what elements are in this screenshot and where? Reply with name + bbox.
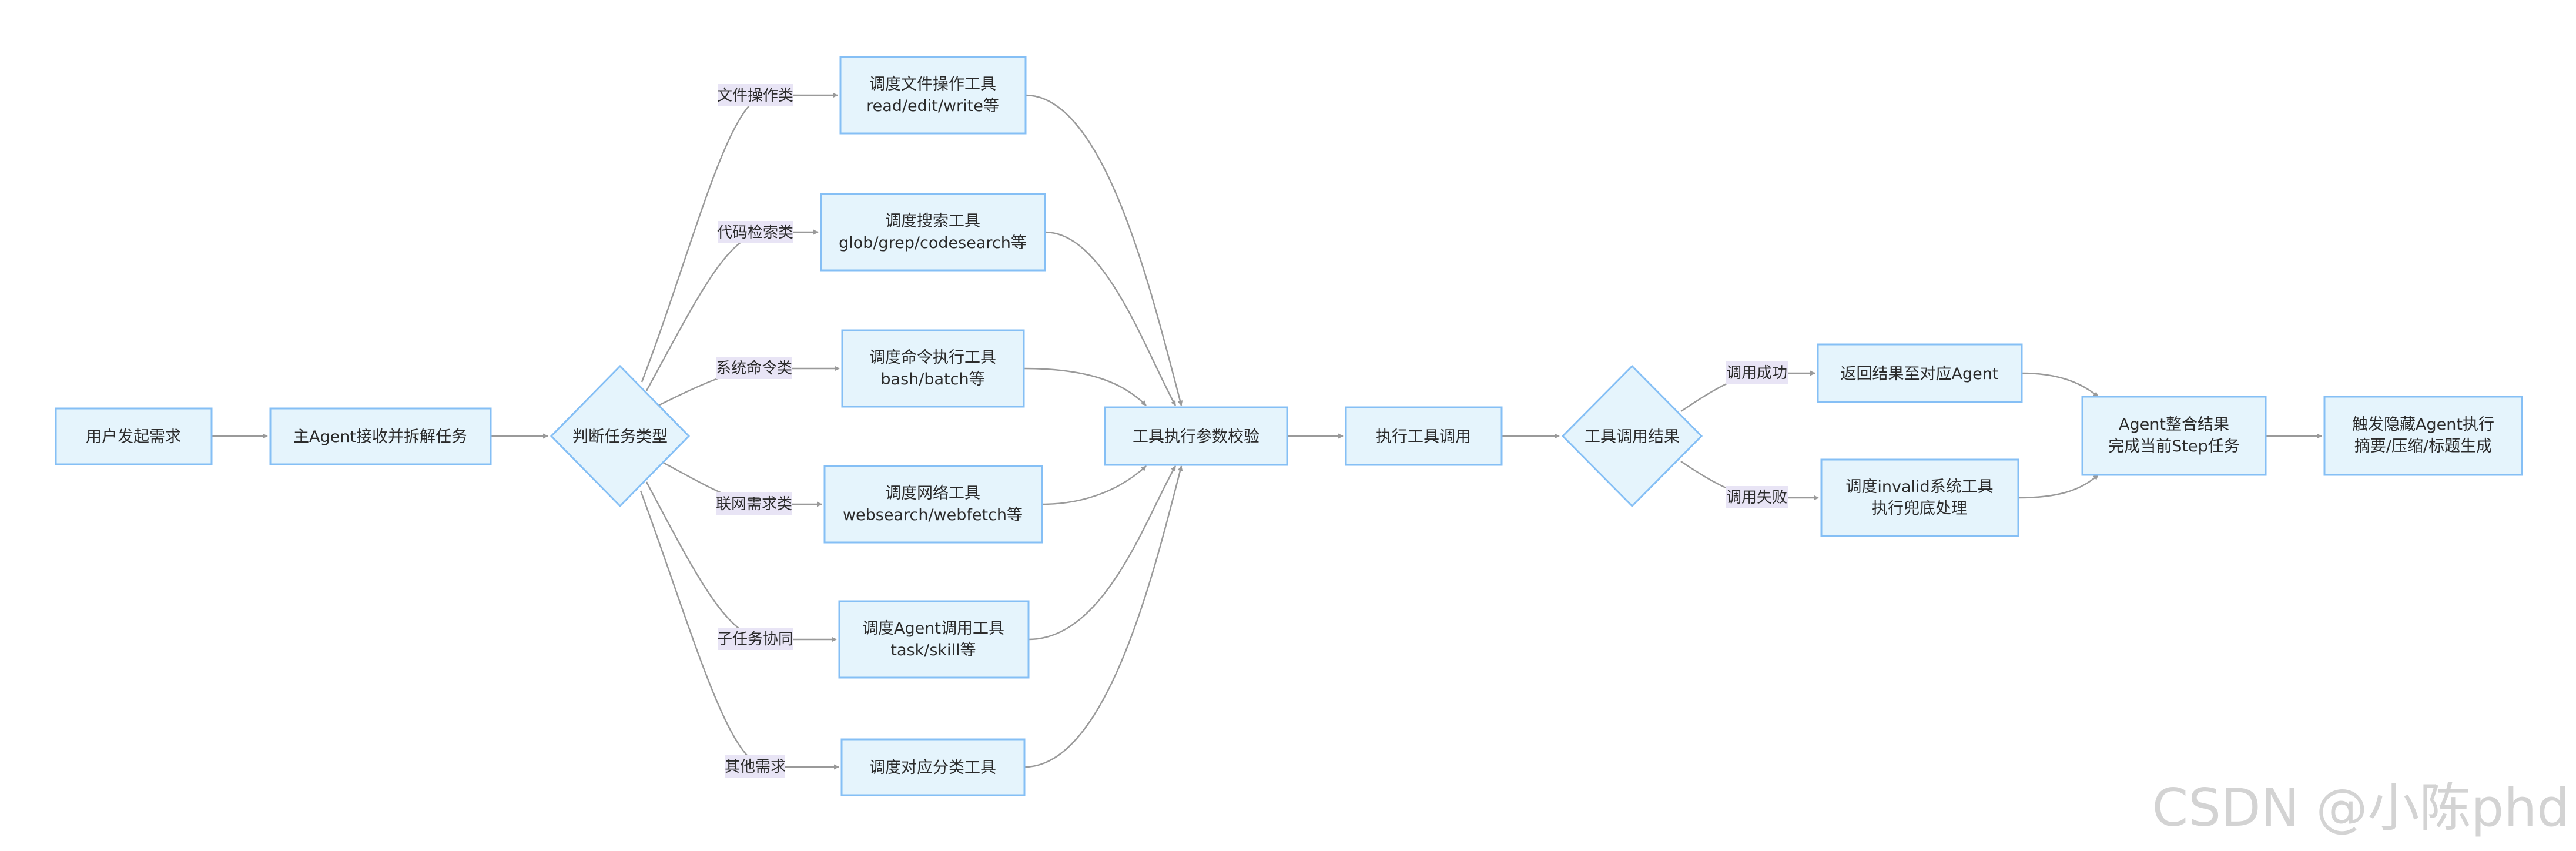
node-judge-task-type-text: 判断任务类型 — [572, 428, 668, 446]
edge-label-subtask: 子任务协同 — [717, 631, 793, 648]
node-tool-file-ops: 调度文件操作工具 read/edit/write等 — [839, 56, 1027, 135]
node-user-request-text: 用户发起需求 — [86, 428, 181, 446]
edge-t5-v — [1028, 465, 1177, 641]
edge-t2-v — [1044, 231, 1177, 406]
edge-s-a — [2021, 372, 2099, 397]
node-tool-network-line1: 调度网络工具 — [885, 484, 980, 502]
node-hidden-agent-line1: 触发隐藏Agent执行 — [2352, 416, 2494, 434]
watermark: CSDN @小陈phd — [2152, 778, 2570, 838]
node-hidden-agent: 触发隐藏Agent执行 摘要/压缩/标题生成 — [2323, 396, 2523, 476]
node-call-result: 工具调用结果 — [1561, 364, 1703, 508]
node-tool-agent: 调度Agent调用工具 task/skill等 — [838, 600, 1030, 679]
node-tool-other-text: 调度对应分类工具 — [869, 759, 996, 777]
node-judge-task-type: 判断任务类型 — [550, 364, 691, 508]
label-bg-code-search — [718, 221, 793, 243]
node-execute-call-text: 执行工具调用 — [1376, 428, 1471, 446]
node-tool-network-line2: websearch/webfetch等 — [843, 506, 1023, 524]
node-main-agent-text: 主Agent接收并拆解任务 — [293, 428, 467, 446]
node-tool-file-ops-line1: 调度文件操作工具 — [869, 75, 996, 93]
node-agent-integrate-line1: Agent整合结果 — [2119, 416, 2229, 434]
edge-label-code-search: 代码检索类 — [717, 224, 793, 242]
label-bg-failure — [1726, 486, 1788, 508]
label-bg-system-command — [716, 357, 792, 379]
node-agent-integrate-line2: 完成当前Step任务 — [2108, 437, 2239, 455]
edge-t4-v — [1041, 465, 1147, 505]
node-main-agent: 主Agent接收并拆解任务 — [269, 407, 492, 465]
edge-label-success: 调用成功 — [1726, 364, 1787, 382]
node-execute-call: 执行工具调用 — [1345, 406, 1503, 466]
edge-label-system-command: 系统命令类 — [716, 360, 792, 377]
label-bg-success — [1726, 361, 1788, 384]
edge-t1-v — [1025, 94, 1183, 406]
label-bg-network — [716, 492, 792, 515]
node-return-result-text: 返回结果至对应Agent — [1841, 365, 1999, 383]
node-tool-search-line2: glob/grep/codesearch等 — [839, 234, 1027, 252]
edge-labels: 文件操作类 代码检索类 系统命令类 联网需求类 子任务协同 其他需求 调用成功 … — [716, 84, 1788, 778]
node-agent-integrate: Agent整合结果 完成当前Step任务 — [2081, 396, 2267, 476]
node-tool-search-line1: 调度搜索工具 — [885, 212, 980, 230]
edge-label-file-ops: 文件操作类 — [717, 87, 793, 105]
node-tool-search: 调度搜索工具 glob/grep/codesearch等 — [820, 193, 1046, 272]
node-tool-file-ops-line2: read/edit/write等 — [866, 97, 999, 115]
node-tool-other: 调度对应分类工具 — [840, 738, 1026, 796]
node-tool-agent-line1: 调度Agent调用工具 — [862, 619, 1004, 638]
node-user-request: 用户发起需求 — [55, 407, 213, 465]
edge-label-failure: 调用失败 — [1726, 489, 1787, 507]
node-hidden-agent-line2: 摘要/压缩/标题生成 — [2354, 437, 2492, 455]
label-bg-other — [725, 755, 785, 778]
node-fallback-line2: 执行兜底处理 — [1872, 500, 1967, 518]
label-bg-subtask — [718, 628, 793, 650]
node-return-result: 返回结果至对应Agent — [1817, 343, 2023, 403]
node-param-validation: 工具执行参数校验 — [1104, 406, 1288, 466]
edge-t3-v — [1023, 367, 1147, 406]
node-fallback-line1: 调度invalid系统工具 — [1845, 478, 1993, 496]
node-tool-command-line2: bash/batch等 — [880, 370, 984, 388]
node-param-validation-text: 工具执行参数校验 — [1133, 428, 1259, 446]
nodes: 用户发起需求 主Agent接收并拆解任务 判断任务类型 调度文件操作工具 rea… — [55, 56, 2523, 796]
edge-label-other: 其他需求 — [725, 758, 786, 776]
node-tool-command: 调度命令执行工具 bash/batch等 — [841, 329, 1025, 408]
node-tool-network: 调度网络工具 websearch/webfetch等 — [823, 465, 1043, 544]
edge-t6-v — [1024, 465, 1183, 768]
node-tool-agent-line2: task/skill等 — [890, 641, 976, 659]
label-bg-file-ops — [718, 84, 793, 106]
node-tool-command-line1: 调度命令执行工具 — [869, 349, 996, 367]
node-fallback: 调度invalid系统工具 执行兜底处理 — [1820, 458, 2019, 537]
node-call-result-text: 工具调用结果 — [1585, 428, 1680, 446]
edge-label-network: 联网需求类 — [716, 495, 792, 513]
edge-f-a — [2018, 474, 2099, 499]
